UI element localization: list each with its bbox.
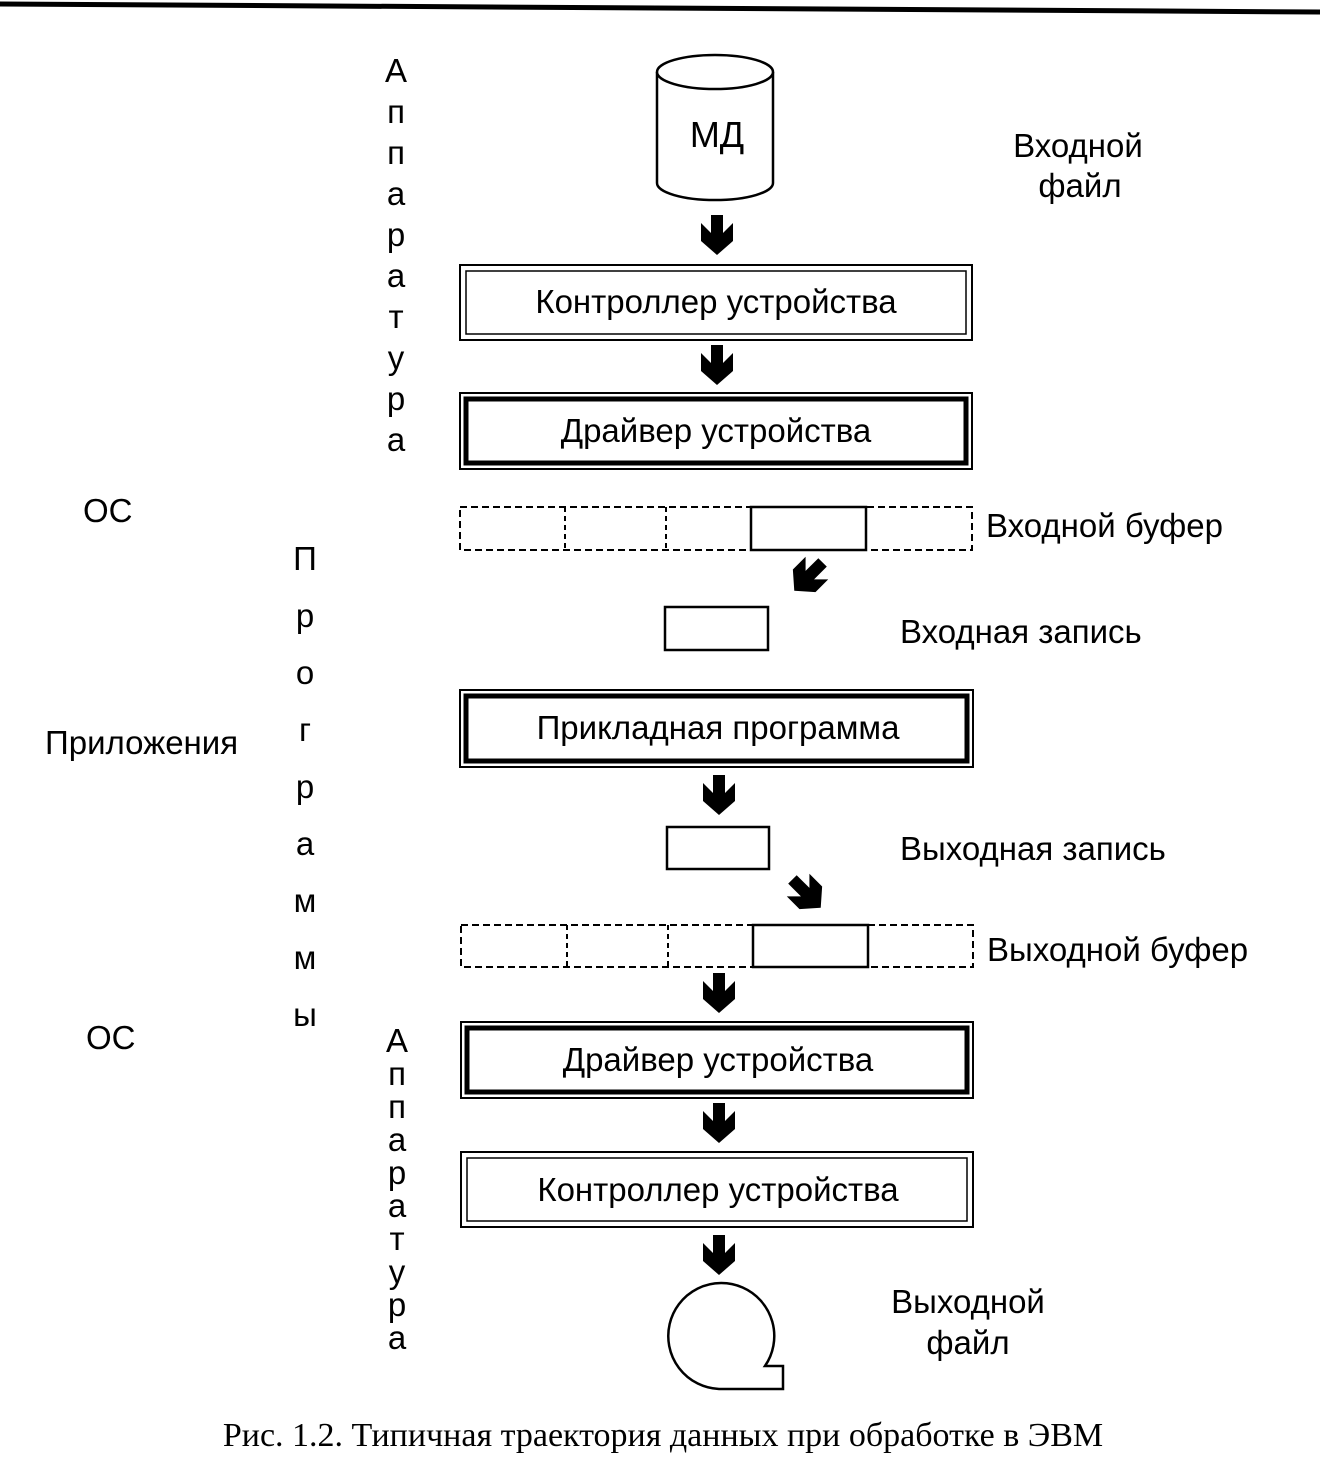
disk-label: МД bbox=[690, 114, 744, 155]
arrow-record-to-output-buffer bbox=[786, 873, 823, 910]
arrow-driver-to-controller bbox=[703, 1103, 735, 1143]
arrow-disk-to-controller bbox=[701, 215, 733, 255]
top-rule bbox=[0, 1, 1320, 15]
output-file-label-line1: Выходной bbox=[891, 1283, 1045, 1320]
vertical-letter: п bbox=[387, 134, 405, 171]
vertical-letter: у bbox=[388, 339, 405, 376]
output-record-box bbox=[665, 825, 771, 871]
output-file-label-line2: файл bbox=[926, 1324, 1009, 1361]
driver-in-label: Драйвер устройства bbox=[561, 412, 872, 449]
vertical-letter: а bbox=[387, 421, 406, 458]
controller-in-box bbox=[459, 264, 973, 341]
os-bottom-label: ОС bbox=[86, 1019, 136, 1056]
arrow-app-to-output-record bbox=[703, 775, 735, 815]
arrow-controller-to-driver bbox=[701, 345, 733, 385]
vertical-letter: м bbox=[294, 939, 317, 976]
controller-in-label: Контроллер устройства bbox=[535, 283, 897, 320]
figure-caption: Рис. 1.2. Типичная траектория данных при… bbox=[223, 1417, 1103, 1454]
vertical-letter: а bbox=[387, 257, 406, 294]
controller-out-box bbox=[460, 1151, 974, 1228]
arrow-controller-to-tape bbox=[703, 1235, 735, 1275]
vertical-letter: А bbox=[385, 52, 407, 89]
applications-label: Приложения bbox=[45, 724, 238, 761]
vertical-letter: г bbox=[299, 711, 311, 748]
vertical-letter: а bbox=[388, 1121, 407, 1158]
magnetic-tape-icon bbox=[667, 1281, 785, 1391]
input-file-label-line2: файл bbox=[1038, 167, 1121, 204]
vertical-letter: р bbox=[387, 380, 405, 417]
vertical-letter: т bbox=[389, 1220, 404, 1257]
vertical-letter: П bbox=[293, 540, 317, 577]
driver-in-box bbox=[459, 392, 973, 470]
vertical-letter: ы bbox=[293, 996, 317, 1033]
input-file-label-line1: Входной bbox=[1013, 127, 1143, 164]
vertical-letter: у bbox=[389, 1253, 406, 1290]
vertical-letter: А bbox=[386, 1022, 408, 1059]
vertical-letter: о bbox=[296, 654, 314, 691]
application-program-label: Прикладная программа bbox=[537, 709, 900, 746]
output-buffer bbox=[460, 923, 974, 969]
controller-out-label: Контроллер устройства bbox=[537, 1171, 899, 1208]
vertical-letter: р bbox=[296, 768, 314, 805]
vertical-letter: а bbox=[388, 1187, 407, 1224]
input-record-box bbox=[663, 605, 770, 652]
input-buffer-label: Входной буфер bbox=[986, 507, 1223, 544]
vertical-letter: а bbox=[388, 1319, 407, 1356]
driver-out-box bbox=[460, 1021, 974, 1099]
vertical-letter: т bbox=[388, 298, 403, 335]
arrow-buffer-to-driver bbox=[703, 973, 735, 1013]
vertical-letter: п bbox=[388, 1088, 406, 1125]
vertical-letter: р bbox=[388, 1154, 406, 1191]
vertical-letter: р bbox=[388, 1286, 406, 1323]
input-buffer bbox=[459, 505, 973, 552]
vertical-letter: м bbox=[294, 882, 317, 919]
application-program-box bbox=[459, 689, 974, 768]
vertical-letter: п bbox=[388, 1055, 406, 1092]
vertical-letter: р bbox=[296, 597, 314, 634]
vertical-letter: а bbox=[296, 825, 315, 862]
os-top-label: ОС bbox=[83, 492, 133, 529]
driver-out-label: Драйвер устройства bbox=[563, 1041, 874, 1078]
input-record-label: Входная запись bbox=[900, 613, 1142, 650]
vertical-letter: п bbox=[387, 93, 405, 130]
arrow-buffer-to-record bbox=[792, 556, 829, 593]
vertical-letter: а bbox=[387, 175, 406, 212]
output-record-label: Выходная запись bbox=[900, 830, 1166, 867]
vertical-letter: р bbox=[387, 216, 405, 253]
output-buffer-label: Выходной буфер bbox=[987, 931, 1248, 968]
magnetic-disk-icon bbox=[655, 53, 775, 202]
